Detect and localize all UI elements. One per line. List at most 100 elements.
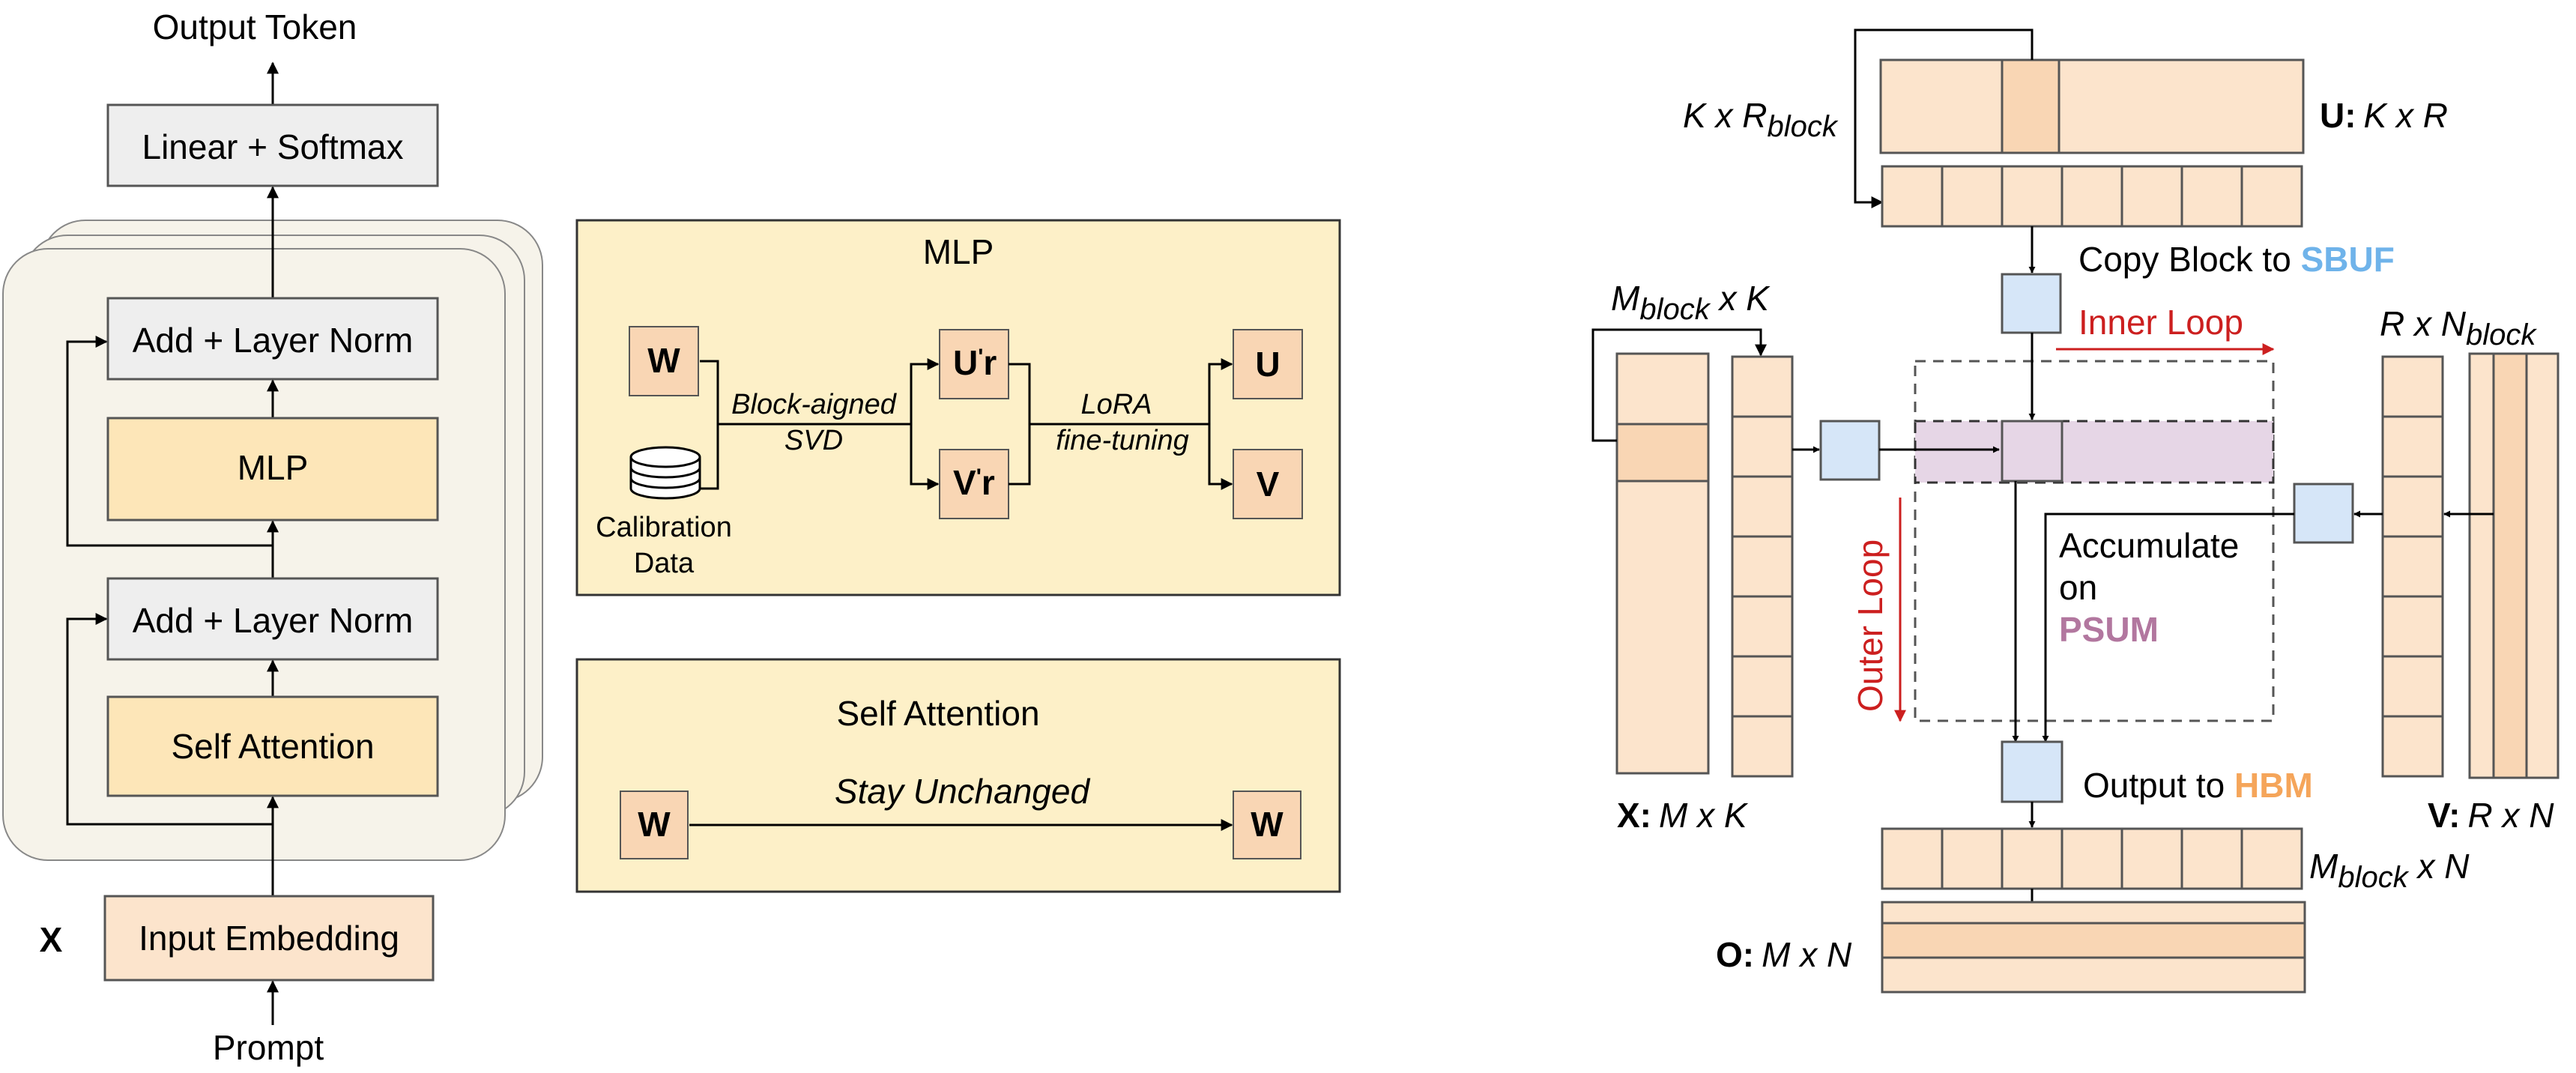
vr-sub: r — [982, 463, 995, 502]
inner-loop-label: Inner Loop — [2078, 303, 2243, 342]
mlp-box — [106, 417, 439, 522]
mblock-k-sub: block — [1639, 293, 1711, 326]
add-norm-bottom-box — [106, 577, 439, 661]
o-label-dims: M x N — [1762, 935, 1852, 974]
input-var-x: X — [40, 920, 63, 959]
o-matrix-label: O:M x N — [1716, 935, 1852, 974]
calibration-label-2: Data — [634, 548, 695, 579]
linear-softmax-box — [106, 103, 439, 187]
kernel-diagram: U:K x R K x Rblock Copy Block to SBUF In… — [1591, 28, 2560, 994]
mlp-w-label: W — [647, 341, 680, 380]
x-col-cell — [1731, 415, 1794, 478]
mblock-k-tail: x K — [1710, 279, 1771, 318]
v-col-cell — [2381, 535, 2444, 598]
accumulate-label-2: on — [2059, 568, 2097, 607]
x-col-cell — [1731, 535, 1794, 598]
split-to-ur — [910, 358, 940, 424]
u-row-cell — [2120, 165, 2183, 228]
mblock-k-main: M — [1611, 279, 1640, 318]
v-matrix-label: V:R x N — [2428, 796, 2554, 835]
copy-block-label: Copy Block to SBUF — [2078, 240, 2395, 279]
u-matrix-block — [2001, 58, 2061, 154]
o-row-cell — [1941, 827, 2004, 890]
add-norm-bottom-label: Add + Layer Norm — [133, 601, 414, 640]
copy-block-target: SBUF — [2301, 240, 2395, 279]
svd-label-2: SVD — [784, 425, 843, 456]
u-row-cell — [2061, 165, 2123, 228]
x-col-cell — [1731, 595, 1794, 658]
calibration-label-1: Calibration — [596, 512, 732, 543]
r-nblock-main: R x N — [2380, 304, 2467, 343]
prompt-label: Prompt — [213, 1028, 324, 1067]
output-text: Output to — [2083, 766, 2234, 805]
v-label-bold: V: — [2428, 796, 2460, 835]
x-matrix-block — [1615, 423, 1710, 483]
o-row-cell — [2001, 827, 2063, 890]
attn-w-left-label: W — [638, 805, 671, 844]
o-matrix-block — [1881, 922, 2306, 959]
o-row-cell — [2240, 827, 2303, 890]
mblock-n-label: Mblock x N — [2309, 847, 2470, 894]
u-matrix — [1879, 58, 2305, 154]
x-matrix-label: X:M x K — [1617, 796, 1749, 835]
mlp-w-box — [629, 326, 699, 396]
r-nblock-sub: block — [2466, 318, 2537, 351]
input-embedding-label: Input Embedding — [139, 919, 399, 958]
residual-top — [66, 336, 273, 547]
u-label-dims: K x R — [2364, 96, 2448, 135]
x-col-cell — [1731, 475, 1794, 538]
mlp-panel-bg — [575, 219, 1341, 596]
psum-tile — [2001, 420, 2063, 483]
v-label-dims: R x N — [2467, 796, 2554, 835]
u-label-bold: U: — [2320, 96, 2356, 135]
o-row-cell — [1881, 827, 1944, 890]
stay-unchanged-label: Stay Unchanged — [835, 772, 1091, 811]
add-norm-top-box — [106, 297, 439, 381]
mblock-n-tail: x N — [2408, 847, 2470, 886]
self-attention-panel: Self Attention W Stay Unchanged W — [575, 658, 1341, 893]
database-icon — [629, 446, 701, 500]
v-col-cell — [2381, 595, 2444, 658]
ur-main: U — [953, 343, 978, 382]
u-label: U — [1255, 345, 1280, 384]
v-col-cell — [2381, 475, 2444, 538]
x-label-bold: X: — [1617, 796, 1651, 835]
self-attention-label: Self Attention — [171, 727, 374, 766]
transformer-diagram: Output Token Linear + Softmax Add + Laye… — [2, 7, 543, 1067]
hbm-output-tile — [2001, 740, 2063, 803]
u-box — [1233, 329, 1303, 399]
accumulate-target: PSUM — [2059, 610, 2159, 649]
accumulate-label-1: Accumulate — [2059, 526, 2239, 565]
ur-sub: r — [983, 343, 997, 382]
x-col-cell — [1731, 715, 1794, 778]
u-matrix-label: U:K x R — [2320, 96, 2448, 135]
v-col-cell — [2381, 415, 2444, 478]
mlp-panel-title: MLP — [923, 232, 994, 271]
u-row-cell — [1941, 165, 2004, 228]
o-label-bold: O: — [1716, 935, 1754, 974]
vr-box — [939, 449, 1009, 519]
u-row-cell — [1881, 165, 1944, 228]
output-target: HBM — [2234, 766, 2313, 805]
add-norm-top-label: Add + Layer Norm — [133, 321, 414, 360]
sbuf-tile-u — [2001, 273, 2062, 334]
ur-sup: ' — [978, 345, 983, 369]
k-rblock-sub: block — [1767, 110, 1838, 143]
o-block-row — [1881, 827, 2303, 890]
u-block-row — [1881, 165, 2303, 228]
ur-label: U'r — [953, 343, 997, 382]
mblock-k-label: Mblock x K — [1611, 279, 1771, 326]
attn-w-right-box — [1233, 791, 1301, 859]
x-col-cell — [1731, 655, 1794, 718]
linear-softmax-label: Linear + Softmax — [142, 127, 403, 166]
u-row-cell — [2180, 165, 2243, 228]
attn-w-right-label: W — [1251, 805, 1284, 844]
mblock-n-sub: block — [2338, 861, 2409, 894]
k-rblock-label: K x Rblock — [1683, 96, 1839, 143]
psum-band — [1914, 420, 2275, 484]
split-to-v — [1208, 424, 1233, 490]
mblock-n-main: M — [2309, 847, 2338, 886]
v-col-cell — [2381, 715, 2444, 778]
u-row-cell — [2001, 165, 2063, 228]
x-col-cell — [1731, 355, 1794, 418]
